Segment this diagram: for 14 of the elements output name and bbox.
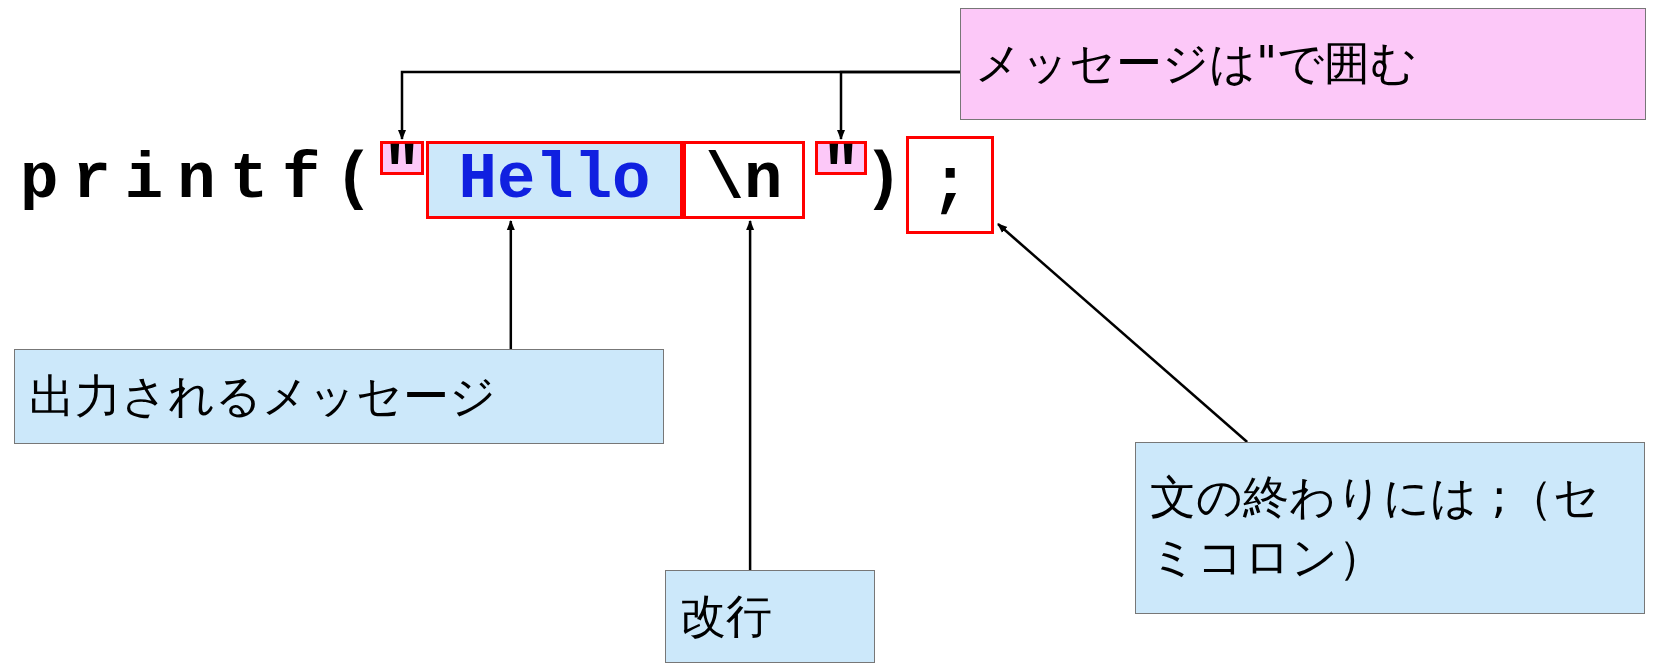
code-string: Hello (426, 141, 683, 219)
callout-box: 出力されるメッセージ (14, 349, 664, 444)
quote-mark: " (380, 141, 424, 175)
semicolon: ; (906, 136, 994, 234)
arrow (837, 70, 960, 140)
callout-box: 文の終わりには ;（セミコロン） (1135, 442, 1645, 614)
arrow (506, 220, 515, 349)
callout-box: メッセージは"で囲む (960, 8, 1646, 120)
escape-sequence: \n (683, 141, 805, 219)
arrow (997, 223, 1249, 443)
code-text: ) (864, 148, 903, 212)
arrow (746, 220, 755, 570)
callout-box: 改行 (665, 570, 875, 663)
quote-mark: " (815, 141, 867, 175)
